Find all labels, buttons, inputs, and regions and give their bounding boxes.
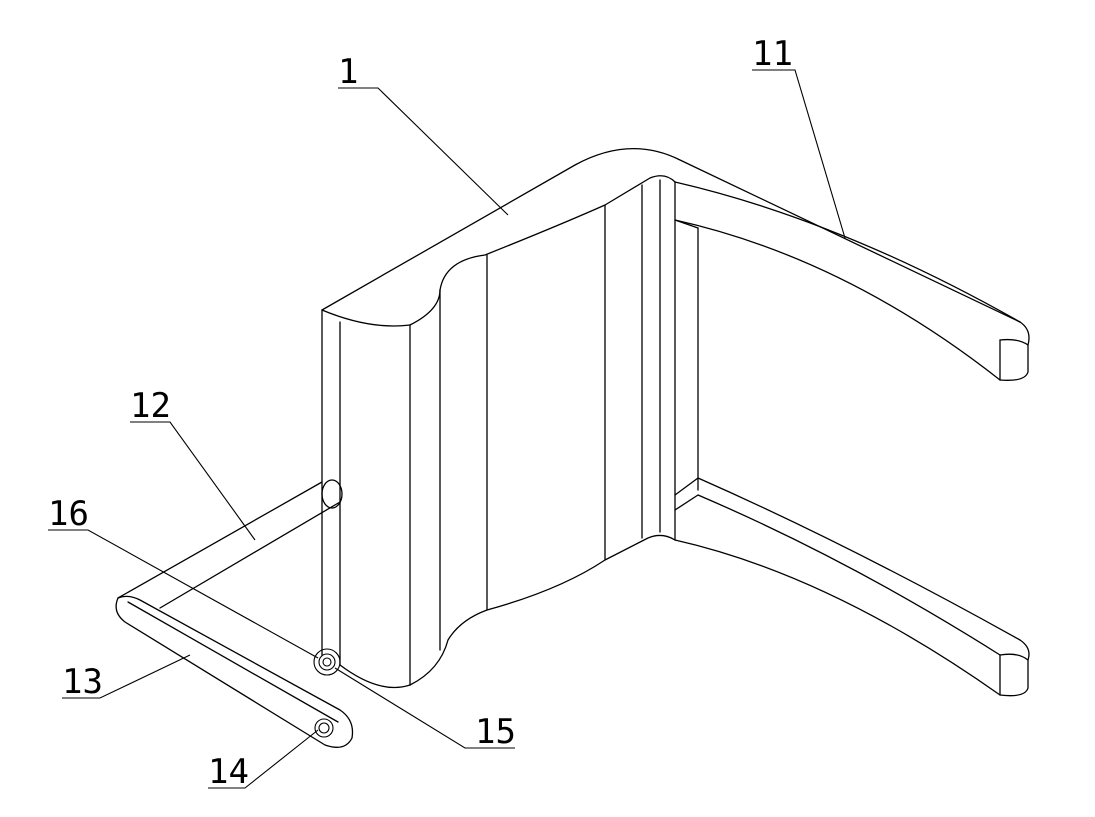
rod bbox=[117, 479, 343, 609]
label-1: 1 bbox=[338, 52, 358, 92]
label-16: 16 bbox=[48, 494, 89, 534]
label-15: 15 bbox=[475, 712, 516, 752]
label-11: 11 bbox=[752, 34, 793, 74]
label-13: 13 bbox=[62, 662, 103, 702]
label-14: 14 bbox=[208, 752, 249, 792]
leader-lines bbox=[48, 69, 846, 789]
main-frame-body bbox=[321, 147, 1021, 689]
pin-hole bbox=[313, 648, 341, 676]
lower-arm bbox=[674, 477, 1030, 697]
handle-bar bbox=[115, 595, 354, 748]
label-12: 12 bbox=[130, 386, 171, 426]
upper-arm bbox=[674, 181, 1030, 381]
